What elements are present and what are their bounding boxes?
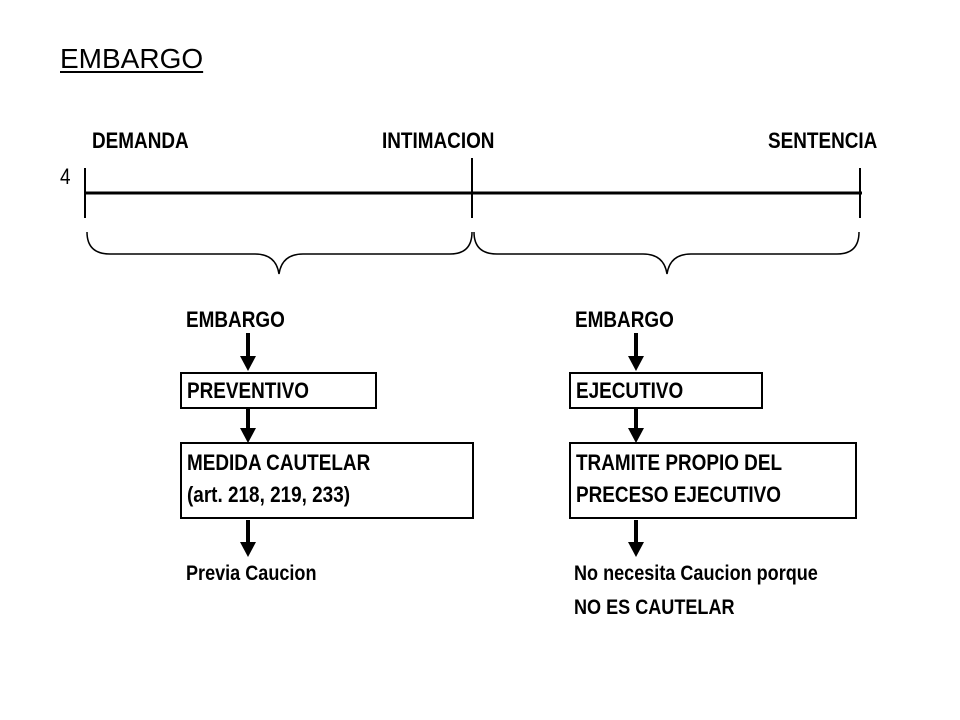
left-box2-line1: MEDIDA CAUTELAR: [187, 450, 371, 475]
right-box1-text: EJECUTIVO: [576, 378, 684, 403]
left-box-medida: MEDIDA CAUTELAR (art. 218, 219, 233): [180, 442, 474, 519]
left-brace: [86, 231, 473, 275]
right-box2-line2: PRECESO EJECUTIVO: [576, 482, 782, 507]
right-result-line2: NO ES CAUTELAR: [574, 596, 735, 619]
left-heading: EMBARGO: [186, 307, 285, 332]
arrow-left-2: [240, 408, 256, 443]
right-box-tramite: TRAMITE PROPIO DEL PRECESO EJECUTIVO: [569, 442, 857, 519]
arrow-left-3: [240, 520, 256, 557]
arrow-right-1: [628, 333, 644, 371]
right-heading: EMBARGO: [575, 307, 674, 332]
right-result-line1: No necesita Caucion porque: [574, 562, 818, 585]
arrow-right-2: [628, 408, 644, 443]
arrow-left-1: [240, 333, 256, 371]
left-box1-text: PREVENTIVO: [187, 378, 309, 403]
arrow-right-3: [628, 520, 644, 557]
left-result: Previa Caucion: [186, 562, 317, 585]
right-box-ejecutivo: EJECUTIVO: [569, 372, 763, 409]
left-box-preventivo: PREVENTIVO: [180, 372, 377, 409]
timeline-index: 4: [60, 164, 71, 189]
right-brace: [473, 231, 860, 275]
label-sentencia: SENTENCIA: [768, 128, 878, 153]
right-box2-line1: TRAMITE PROPIO DEL: [576, 450, 783, 475]
page-title: EMBARGO: [60, 43, 204, 74]
label-demanda: DEMANDA: [92, 128, 189, 153]
label-intimacion: INTIMACION: [382, 128, 495, 153]
left-box2-line2: (art. 218, 219, 233): [187, 482, 351, 507]
